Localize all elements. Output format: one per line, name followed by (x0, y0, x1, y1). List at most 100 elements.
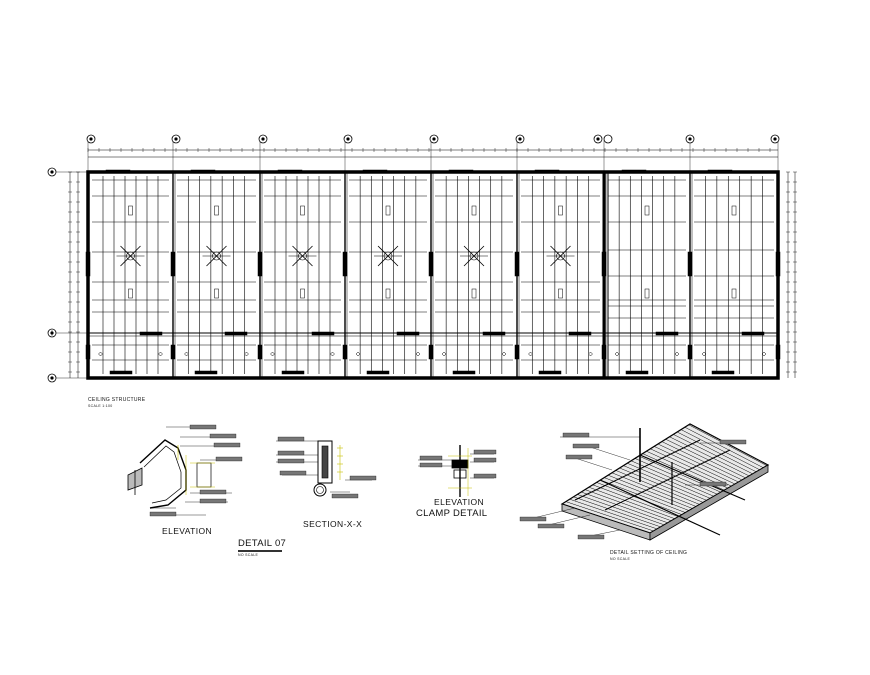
plan-scale-note: SCALE 1:100 (88, 404, 113, 408)
annotation-note (699, 481, 727, 487)
iso-runner (639, 454, 746, 501)
annotation-note (473, 473, 497, 479)
plan-hanger-mark (558, 205, 563, 216)
annotation-note (519, 516, 547, 522)
grid-bubble-dot (50, 170, 54, 174)
plan-beam-segment (139, 331, 163, 336)
annotation-note (565, 454, 593, 460)
plan-beam-segment (707, 169, 733, 174)
annotation-note (189, 424, 217, 430)
plan-hanger-mark (214, 205, 219, 216)
plan-diamond-mark (244, 351, 249, 357)
iso-hatch-line (654, 446, 736, 485)
iso-runner (574, 439, 701, 501)
annotation-note (149, 511, 177, 517)
grid-bubble-dot (518, 137, 522, 141)
iso-hatch-line (604, 477, 690, 511)
annotation-note (209, 433, 237, 439)
plan-hanger-mark (644, 205, 650, 216)
annotation-note (562, 432, 590, 438)
annotation-note (577, 534, 605, 540)
section-core (321, 445, 329, 479)
plan-column (775, 344, 781, 360)
plan-diamond-mark (98, 351, 103, 357)
bracket-inner (143, 445, 182, 504)
plan-beam-segment (105, 169, 131, 174)
plan-column (85, 344, 91, 360)
plan-hanger-mark (128, 288, 133, 299)
annotation-note (419, 455, 443, 461)
iso-hatch-line (688, 424, 767, 466)
iso-hatch-line (623, 465, 707, 501)
section-pipe (313, 483, 327, 497)
plan-hanger-mark (471, 205, 477, 216)
iso-hatch-line (569, 498, 658, 530)
iso-hatch-line (661, 441, 743, 481)
elevation-detail-drawing (127, 424, 243, 517)
iso-hatch-line (619, 467, 704, 503)
plan-column (428, 344, 434, 360)
plan-beam-segment (362, 169, 388, 174)
plan-diamond-mark (158, 351, 163, 357)
plan-beam-segment (711, 370, 735, 375)
grid-bubble (603, 134, 613, 144)
plan-beam-segment (366, 370, 390, 375)
section-label: SECTION-X-X (303, 519, 363, 529)
iso-hatch-line (673, 434, 753, 475)
detail-title-underline (238, 550, 282, 552)
plan-beam-segment (277, 169, 303, 174)
elevation-label: ELEVATION (162, 526, 213, 536)
iso-hatch-line (592, 484, 679, 517)
grid-bubble-dot (596, 137, 600, 141)
plan-beam-segment (625, 370, 649, 375)
plan-hanger-mark (385, 205, 391, 216)
plan-beam-segment (109, 370, 133, 375)
plan-hanger-mark (214, 288, 219, 299)
plan-diamond-mark (588, 351, 593, 357)
plan-beam-segment (741, 331, 765, 336)
iso-hatch-line (677, 431, 757, 473)
plan-beam-segment (538, 370, 562, 375)
iso-hatch-line (680, 429, 760, 470)
annotation-note (279, 470, 307, 476)
bracket-member (196, 462, 212, 488)
plan-beam-segment (452, 370, 476, 375)
plan-hanger-mark (385, 288, 391, 299)
plan-column (601, 251, 607, 277)
grid-bubble-dot (432, 137, 436, 141)
annotation-note (199, 489, 227, 495)
iso-hatch-line (657, 443, 739, 483)
plan-hanger-mark (471, 288, 477, 299)
iso-hatch-line (665, 438, 746, 479)
annotation-note (572, 443, 600, 449)
plan-hanger-mark (128, 205, 133, 216)
leader-line (589, 446, 631, 461)
plan-column (775, 251, 781, 277)
iso-runner (604, 449, 731, 511)
plan-hanger-mark (644, 288, 650, 299)
plan-beam-segment (482, 331, 506, 336)
iso-hatch-line (573, 496, 661, 528)
iso-runner (599, 479, 721, 536)
grid-bubble-dot (174, 137, 178, 141)
plan-beam-segment (621, 169, 647, 174)
plan-diamond-mark (330, 351, 335, 357)
plan-beam-segment (534, 169, 560, 174)
plan-diamond-mark (501, 351, 507, 357)
annotation-note (537, 523, 565, 529)
iso-hatch-line (581, 491, 668, 524)
annotation-note (419, 462, 443, 468)
plan-title: CEILING STRUCTURE (88, 397, 146, 403)
iso-hatch-line (669, 436, 750, 477)
plan-diamond-mark (415, 351, 421, 357)
ceiling-plan (68, 140, 797, 380)
plan-column (85, 251, 91, 277)
leader-line (574, 457, 613, 471)
detail-title: DETAIL 07 (238, 538, 287, 549)
plan-beam-segment (311, 331, 335, 336)
plan-diamond-mark (614, 351, 620, 357)
grid-bubble-dot (89, 137, 93, 141)
plan-column (514, 251, 520, 277)
clamp-detail-drawing (418, 445, 497, 497)
grid-bubble-dot (773, 137, 777, 141)
